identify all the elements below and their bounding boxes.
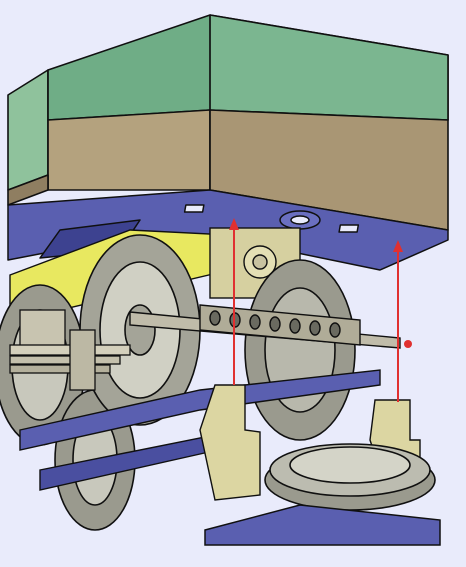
- base-plate: [204, 504, 441, 546]
- center-pivot-hole: [290, 215, 310, 225]
- arrow-head-left: [229, 218, 239, 230]
- assembly-arrows: [229, 218, 403, 402]
- axle-end-marker: [404, 340, 412, 348]
- mount-slot-left: [183, 204, 205, 213]
- bracket-left: [199, 384, 261, 501]
- detached-wheel: [264, 443, 436, 511]
- leaf-spring: [9, 309, 131, 391]
- mount-slot-right: [338, 224, 360, 233]
- brake-beam: [129, 304, 412, 349]
- car-body: [7, 14, 449, 231]
- arrow-head-right: [393, 240, 403, 252]
- car-body-front-tan: [47, 109, 211, 191]
- beam-holes: [209, 310, 341, 338]
